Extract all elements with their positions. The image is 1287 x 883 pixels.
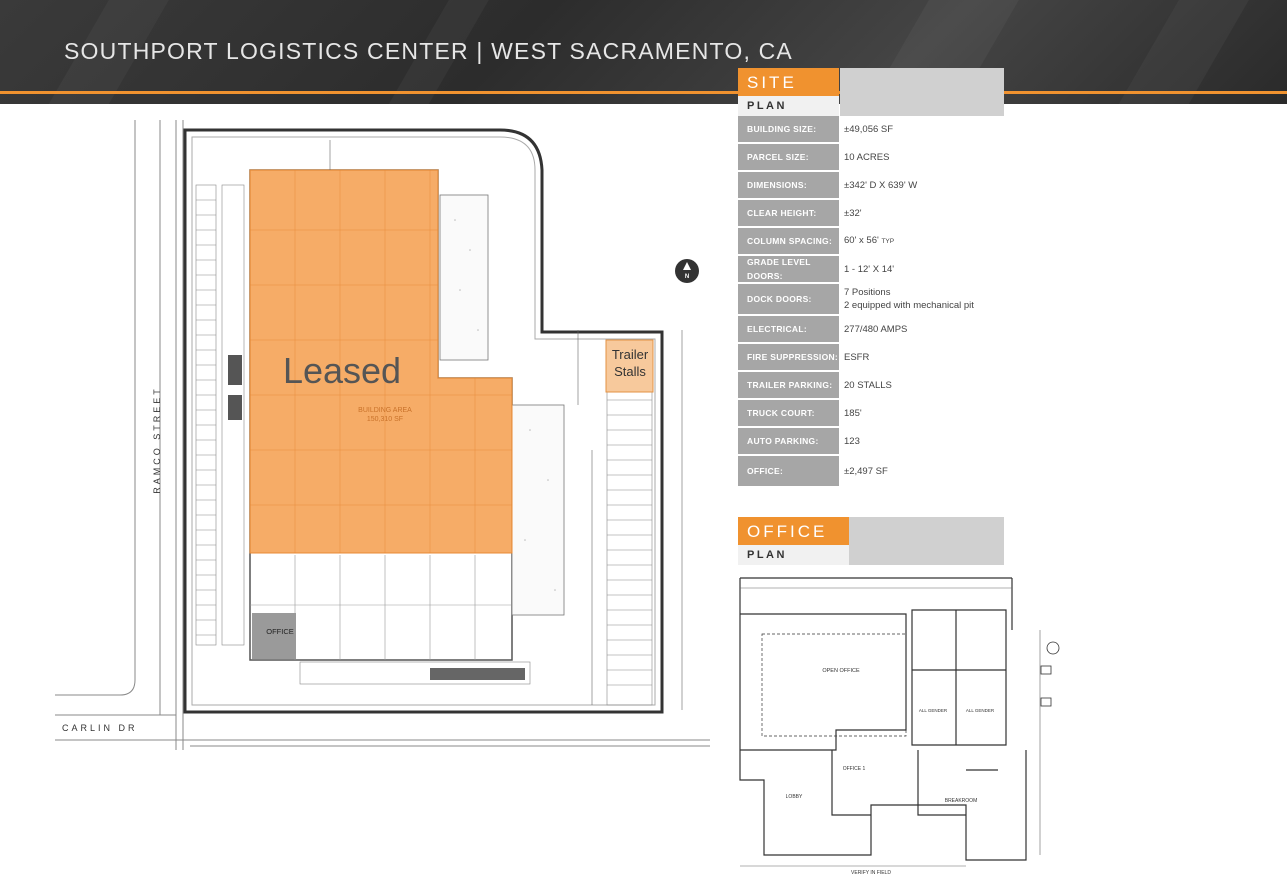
spec-row: TRUCK COURT:185'	[738, 400, 1004, 428]
header-facet	[1109, 0, 1261, 104]
header-grey-block	[840, 68, 1004, 116]
site-sublabel: PLAN	[738, 96, 839, 116]
spec-key: BUILDING SIZE:	[738, 116, 839, 142]
spec-row: CLEAR HEIGHT:±32'	[738, 200, 1004, 228]
building-area-value: 150,310 SF	[367, 416, 403, 423]
restroom-label: ALL GENDER	[919, 708, 948, 713]
trailer-label: Stalls	[614, 364, 646, 379]
spec-row: COLUMN SPACING:60' x 56' TYP	[738, 228, 1004, 256]
spec-key: TRUCK COURT:	[738, 400, 839, 426]
header-grey-block	[849, 517, 1004, 565]
south-pads	[430, 668, 525, 680]
callout-marker	[1040, 697, 1052, 707]
spec-key: OFFICE:	[738, 456, 839, 486]
office-outline	[739, 614, 1027, 861]
page-header: SOUTHPORT LOGISTICS CENTER | WEST SACRAM…	[0, 0, 1287, 104]
transformer-pad	[228, 395, 242, 420]
spec-row: GRADE LEVEL DOORS:1 - 12' X 14'	[738, 256, 1004, 284]
spec-key: COLUMN SPACING:	[738, 228, 839, 254]
spec-key: AUTO PARKING:	[738, 428, 839, 454]
trailer-stalls-highlight	[605, 339, 654, 393]
header-accent-line	[0, 91, 1287, 94]
page-title: SOUTHPORT LOGISTICS CENTER | WEST SACRAM…	[64, 38, 793, 64]
office-sublabel: PLAN	[738, 545, 849, 565]
office-plan-header: OFFICE PLAN	[738, 517, 1004, 565]
callout-marker	[1040, 665, 1052, 675]
office-label: OFFICE	[266, 627, 294, 636]
spec-key: PARCEL SIZE:	[738, 144, 839, 170]
spec-row: ELECTRICAL:277/480 AMPS	[738, 316, 1004, 344]
spec-key: FIRE SUPPRESSION:	[738, 344, 839, 370]
spec-key: CLEAR HEIGHT:	[738, 200, 839, 226]
open-office-label: OPEN OFFICE	[822, 668, 860, 674]
spec-value: 185'	[839, 400, 1004, 426]
leased-label: Leased	[283, 350, 401, 391]
spec-value: ESFR	[839, 344, 1004, 370]
site-spec-table: BUILDING SIZE:±49,056 SF PARCEL SIZE:10 …	[738, 116, 1004, 488]
north-arrow	[675, 259, 699, 283]
spec-key: TRAILER PARKING:	[738, 372, 839, 398]
spec-value: 10 ACRES	[839, 144, 1004, 170]
spec-key: DOCK DOORS:	[738, 284, 839, 314]
truck-court-east	[511, 404, 565, 616]
spec-key: DIMENSIONS:	[738, 172, 839, 198]
spec-value: 277/480 AMPS	[839, 316, 1004, 342]
restroom-label: ALL GENDER	[966, 708, 995, 713]
street-curb	[55, 679, 136, 696]
spec-value: ±2,497 SF	[839, 456, 1004, 486]
site-label: SITE	[738, 68, 839, 96]
office-plan: OPEN OFFICE OFFICE 1 LOBBY BREAKROOM ALL…	[736, 570, 1066, 876]
spec-row: OFFICE:±2,497 SF	[738, 456, 1004, 488]
verify-label: VERIFY IN FIELD	[851, 870, 891, 876]
spec-row: BUILDING SIZE:±49,056 SF	[738, 116, 1004, 144]
spec-value: 20 STALLS	[839, 372, 1004, 398]
callout-marker	[1046, 641, 1060, 655]
site-plan-drawing: RAMCO STREET CARLIN DR	[55, 120, 710, 750]
site-plan-header: SITE PLAN	[738, 68, 1004, 116]
spec-key: ELECTRICAL:	[738, 316, 839, 342]
spec-value: 60' x 56' TYP	[839, 228, 1004, 254]
trailer-label: Trailer	[612, 347, 649, 362]
office-block	[252, 613, 296, 659]
office-plan-drawing: OPEN OFFICE OFFICE 1 LOBBY BREAKROOM ALL…	[739, 577, 1060, 876]
spec-row: DIMENSIONS:±342' D X 639' W	[738, 172, 1004, 200]
cross-street-label: CARLIN DR	[62, 723, 138, 733]
spec-row: TRAILER PARKING:20 STALLS	[738, 372, 1004, 400]
spec-value: ±342' D X 639' W	[839, 172, 1004, 198]
leased-area	[249, 169, 513, 554]
spec-value: 1 - 12' X 14'	[839, 256, 1004, 282]
spec-row: PARCEL SIZE:10 ACRES	[738, 144, 1004, 172]
spec-row: FIRE SUPPRESSION:ESFR	[738, 344, 1004, 372]
spec-value: ±32'	[839, 200, 1004, 226]
breakroom-label: BREAKROOM	[945, 798, 978, 804]
transformer-pad	[228, 355, 242, 385]
spec-value: ±49,056 SF	[839, 116, 1004, 142]
building-area-label: BUILDING AREA	[358, 407, 412, 414]
street-label: RAMCO STREET	[152, 386, 162, 494]
lobby-label: LOBBY	[786, 794, 803, 800]
truck-court-north	[439, 194, 489, 361]
office-label: OFFICE	[738, 517, 849, 545]
spec-key: GRADE LEVEL DOORS:	[738, 256, 839, 282]
office1-label: OFFICE 1	[843, 766, 866, 772]
spec-row: AUTO PARKING:123	[738, 428, 1004, 456]
spec-value: 123	[839, 428, 1004, 454]
left-parking-stalls	[195, 184, 245, 646]
north-label: N	[685, 274, 689, 280]
site-plan: RAMCO STREET CARLIN DR	[0, 104, 720, 878]
